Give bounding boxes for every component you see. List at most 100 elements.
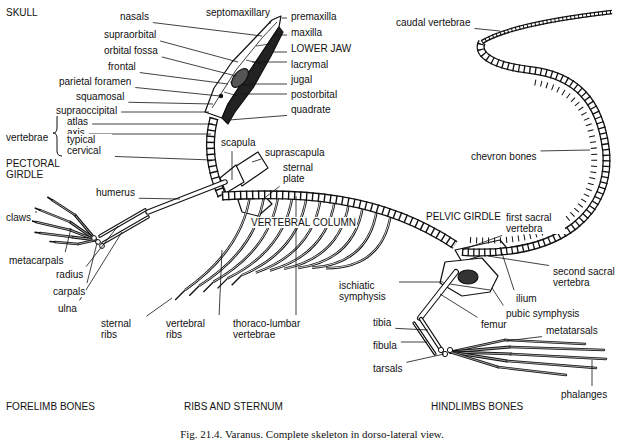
bone-core: [420, 272, 456, 318]
leader-line: [270, 21, 271, 24]
leader-line: [592, 360, 593, 386]
label-holder: nasals: [119, 6, 150, 24]
part-label: maxilla: [290, 27, 323, 38]
bone-outline: [148, 182, 225, 212]
leader-line: [153, 23, 262, 36]
bone-core: [70, 230, 96, 240]
vertebral-rib: [284, 202, 349, 269]
label-holder: frontal: [107, 56, 137, 74]
sternal-rib: [175, 290, 185, 300]
claw: [50, 241, 55, 243]
part-label: thoraco-lumbar vertebrae: [232, 318, 326, 340]
leader-line: [273, 35, 287, 36]
leader-line: [140, 73, 228, 84]
vertebra-joints: [222, 195, 455, 245]
section-heading: SKULL: [5, 7, 39, 18]
label-holder: HINDLIMBS BONES: [430, 396, 524, 414]
bone-core: [40, 233, 72, 237]
part-label: ischiatic symphysis: [338, 280, 396, 302]
leader-line: [87, 243, 97, 283]
label-holder: parietal foramen: [58, 71, 132, 89]
section-heading: PECTORAL GIRDLE: [5, 158, 67, 180]
bone-outline: [450, 352, 498, 367]
leader-line: [401, 342, 427, 343]
leader-line: [296, 196, 297, 315]
part-label: typical cervical: [66, 134, 112, 156]
label-holder: FORELIMB BONES: [5, 396, 96, 414]
label-holder: femur: [480, 314, 508, 332]
caption-holder: Fig. 21.4. Varanus. Complete skeleton in…: [0, 424, 624, 442]
leader-line: [219, 250, 222, 315]
label-holder: LOWER JAW: [290, 38, 352, 56]
bone-outline: [36, 222, 70, 230]
bone-outline: [507, 361, 596, 368]
vertebral-column-core: [222, 195, 455, 245]
leader-line: [262, 186, 280, 200]
bone-core: [55, 242, 78, 244]
part-label: vertebrae: [5, 132, 49, 143]
label-holder: premaxilla: [290, 6, 338, 24]
part-label: supraoccipital: [55, 105, 118, 116]
obturator-fenestra: [458, 270, 478, 284]
skull: [205, 16, 281, 118]
label-holder: PELVIC GIRDLE: [425, 206, 502, 224]
bone-outline: [511, 354, 606, 359]
vertebral-rib-core: [284, 202, 349, 269]
bone-core: [36, 222, 70, 230]
part-label: femur: [480, 319, 508, 330]
label-holder: carpals: [52, 281, 86, 299]
tarsal: [447, 347, 452, 352]
leader-line: [252, 159, 261, 162]
leader-line: [139, 198, 180, 200]
leader-line: [252, 62, 287, 63]
part-label: second sacral vertebra: [552, 266, 618, 288]
section-heading: HINDLIMBS BONES: [430, 401, 524, 412]
part-label: pubic symphysis: [505, 308, 580, 319]
part-label: carpals: [52, 286, 86, 297]
section-heading: PELVIC GIRDLE: [425, 211, 502, 222]
label-holder: fibula: [372, 335, 398, 353]
bone-core: [511, 354, 606, 359]
label-holder: VERTEBRAL COLUMN: [250, 212, 357, 230]
sternal-rib: [189, 286, 199, 296]
label-holder: humerus: [95, 182, 136, 200]
bone-core: [40, 210, 70, 222]
bone-outline: [52, 200, 75, 215]
bone-core: [507, 361, 596, 368]
claw: [48, 197, 52, 200]
bone-core: [510, 347, 604, 350]
part-label: chevron bones: [470, 151, 538, 162]
label-holder: thoraco-lumbar vertebrae: [232, 318, 326, 342]
claw: [35, 208, 40, 210]
part-label: sternal ribs: [100, 318, 144, 340]
bone-core: [450, 352, 498, 367]
label-holder: squamosal: [75, 86, 125, 104]
leader-line: [248, 84, 287, 85]
part-label: radius: [55, 269, 84, 280]
skull-sutures: [224, 44, 270, 96]
label-holder: quadrate: [290, 99, 331, 117]
carpal: [96, 240, 101, 245]
bone-outline: [420, 272, 456, 318]
bracket: [53, 112, 62, 156]
bone-core: [70, 222, 96, 240]
part-label: parietal foramen: [58, 76, 132, 87]
leader-line: [240, 94, 287, 95]
vertebra-joints: [482, 12, 612, 42]
leader-line: [500, 247, 514, 290]
vertebral-rib: [199, 195, 264, 286]
leader-line: [160, 41, 238, 62]
leader-line: [162, 57, 236, 76]
section-heading: VERTEBRAL COLUMN: [250, 217, 357, 228]
part-label: phalanges: [560, 389, 608, 400]
label-holder: PECTORAL GIRDLE: [5, 158, 67, 182]
bone-core: [505, 340, 585, 344]
part-label: postorbital: [290, 89, 338, 100]
leader-line: [474, 28, 500, 31]
label-holder: ischiatic symphysis: [338, 280, 396, 304]
label-holder: vertebral ribs: [165, 318, 219, 342]
part-label: lacrymal: [290, 59, 329, 70]
tarsal: [438, 347, 443, 352]
label-holder: typical cervical: [66, 134, 112, 158]
label-holder: maxilla: [290, 22, 323, 40]
